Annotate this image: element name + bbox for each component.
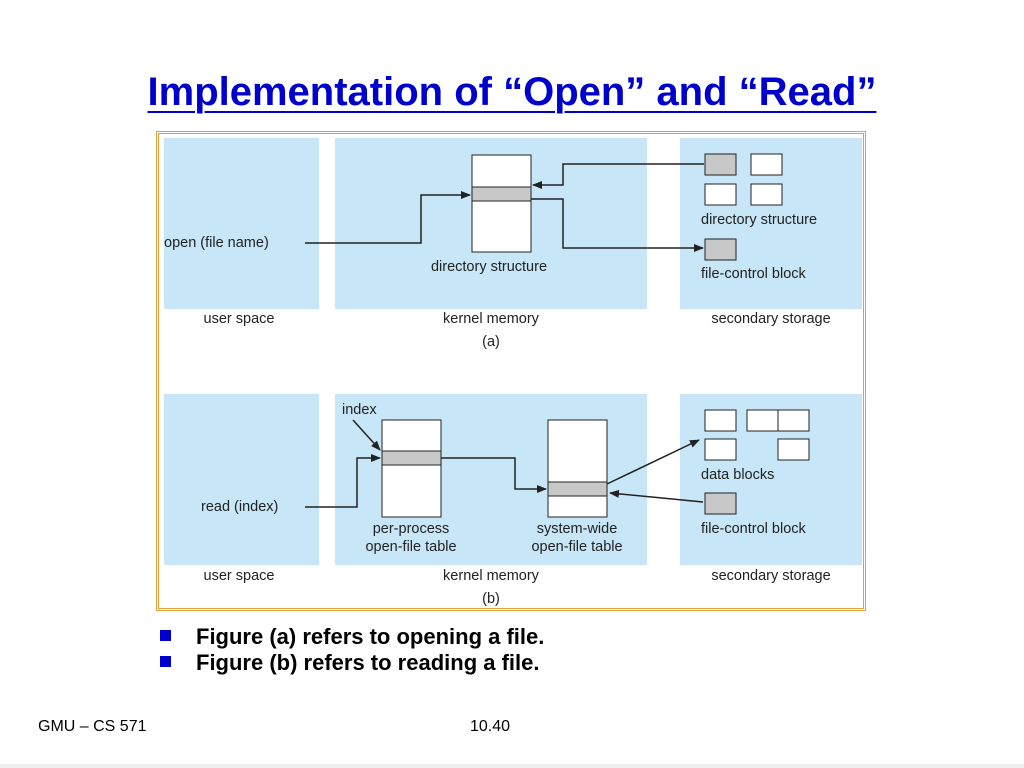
caption-a: (a) [482,334,500,350]
bullet-square-icon [160,630,171,641]
bullet-text: Figure (a) refers to opening a file. [196,624,545,649]
bullet-text: Figure (b) refers to reading a file. [196,650,540,675]
storage-dir-block [750,183,783,206]
fcb-label-a: file-control block [701,266,807,282]
file-control-block-a [704,238,737,261]
bullet-list: Figure (a) refers to opening a file. Fig… [158,624,544,676]
data-block [704,438,737,461]
file-system-diagram: directory structure directory structure … [164,138,862,607]
page-number: 10.40 [470,718,511,735]
secondary-storage-label-b: secondary storage [711,568,830,584]
open-call-label: open (file name) [164,235,269,251]
system-wide-entry-highlight [547,481,608,497]
user-space-region-b [164,394,319,565]
data-block [704,409,737,432]
data-blocks-label: data blocks [701,467,774,483]
storage-dir-block [704,183,737,206]
directory-entry-highlight [471,186,532,202]
slide-title: Implementation of “Open” and “Read” [147,70,877,114]
per-process-label-line1: per-process [373,521,450,537]
figure-frame: directory structure directory structure … [156,131,866,611]
table-link-arrow [441,457,547,493]
figure-a: directory structure directory structure … [164,138,862,350]
system-wide-label-line1: system-wide [537,521,618,537]
footer-course: GMU – CS 571 [38,718,147,735]
per-process-label-line2: open-file table [365,539,456,555]
read-call-label: read (index) [201,499,278,515]
data-block [777,438,810,461]
storage-dir-block-highlighted [704,153,737,176]
system-wide-label-line2: open-file table [531,539,622,555]
index-arrow [352,419,381,451]
kernel-directory-structure [471,154,532,253]
secondary-storage-label-a: secondary storage [711,311,830,327]
storage-dir-block [750,153,783,176]
per-process-entry-highlight [381,450,442,466]
caption-b: (b) [482,591,500,607]
fcb-lookup-arrow [531,198,704,252]
system-wide-open-file-table [547,419,608,518]
fcb-label-b: file-control block [701,521,807,537]
storage-directory-label: directory structure [701,212,817,228]
bullet-item: Figure (a) refers to opening a file. [158,624,544,650]
fcb-to-table-arrow [609,489,704,503]
kernel-directory-label: directory structure [431,259,547,275]
data-block [746,409,779,432]
bullet-square-icon [160,656,171,667]
data-block-arrow [606,439,700,485]
user-space-region-a [164,138,319,309]
index-label: index [342,402,377,418]
figure-b: index per-process open-file table system… [164,394,862,607]
bullet-item: Figure (b) refers to reading a file. [158,650,544,676]
bottom-divider [0,764,1024,768]
user-space-label-a: user space [204,311,275,327]
open-arrow [305,191,471,244]
data-block [777,409,810,432]
file-control-block-b [704,492,737,515]
dir-load-arrow [532,163,704,189]
kernel-memory-label-a: kernel memory [443,311,540,327]
read-arrow [305,454,381,508]
user-space-label-b: user space [204,568,275,584]
per-process-open-file-table [381,419,442,518]
kernel-memory-label-b: kernel memory [443,568,540,584]
